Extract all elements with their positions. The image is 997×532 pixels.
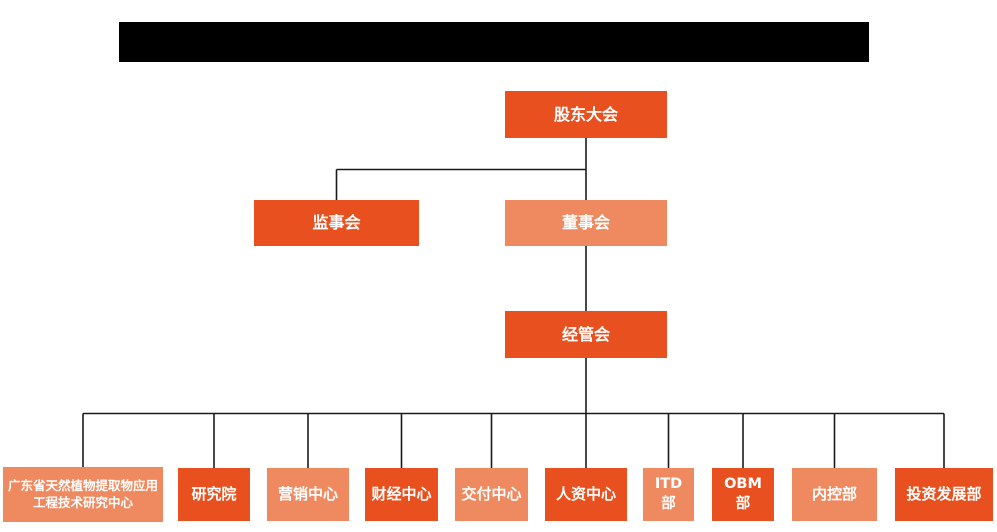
org-node-internal-control-department: 内控部 — [792, 468, 877, 521]
org-node-investment-development-department: 投资发展部 — [895, 468, 993, 521]
org-node-shareholders-meeting: 股东大会 — [505, 91, 667, 138]
org-node-hr-center: 人资中心 — [545, 468, 627, 521]
org-node-board-of-directors: 董事会 — [505, 200, 667, 246]
org-node-delivery-center: 交付中心 — [455, 468, 528, 521]
org-node-finance-center: 财经中心 — [365, 468, 438, 521]
org-node-obm-department: OBM部 — [712, 468, 774, 521]
org-node-itd-department: ITD部 — [643, 468, 694, 521]
org-node-marketing-center: 营销中心 — [267, 468, 349, 521]
redacted-title-bar — [119, 22, 869, 62]
org-node-supervisory-board: 监事会 — [254, 200, 419, 246]
org-node-research-institute: 研究院 — [178, 468, 250, 521]
org-node-research-center: 广东省天然植物提取物应用工程技术研究中心 — [3, 467, 163, 522]
org-node-management-committee: 经管会 — [505, 311, 667, 358]
